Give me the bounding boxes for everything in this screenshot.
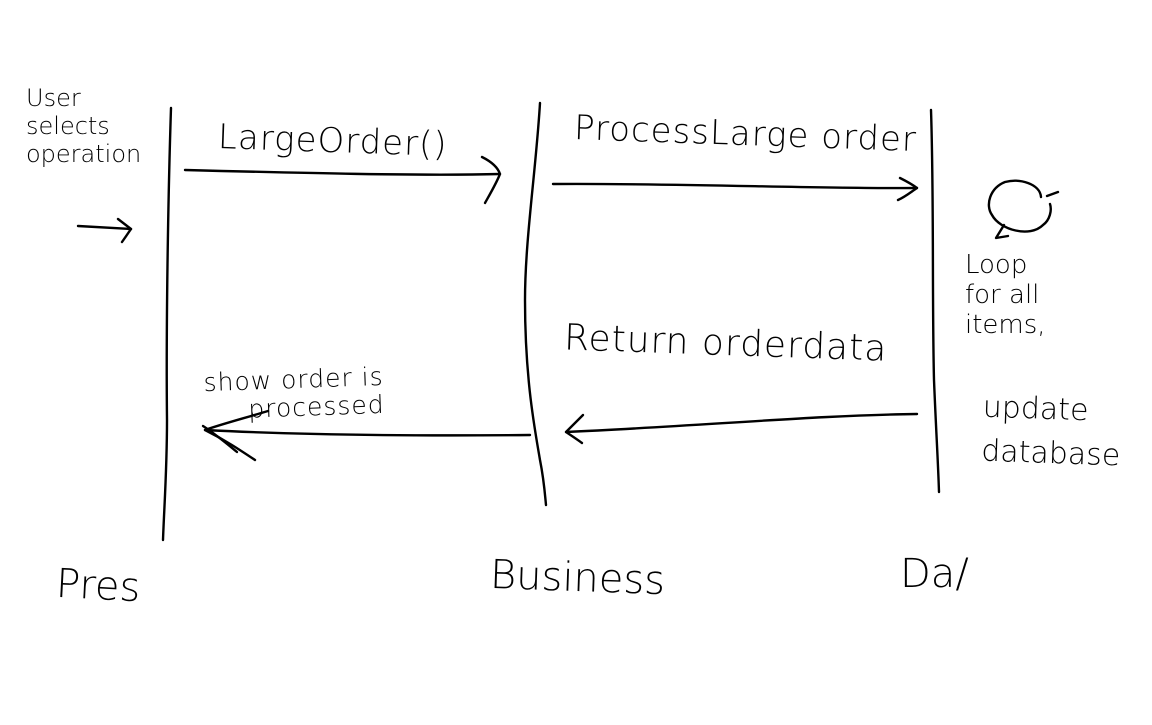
lifeline-dal [929,108,941,494]
message-label-largeorder: LargeOrder() [217,117,449,165]
note-update-database: update database [980,389,1121,474]
message-arrow-largeorder [183,155,502,205]
loop-arrow-icon [987,179,1060,240]
lifeline-business [523,101,548,507]
message-label-showorder: show order is processed [203,361,386,424]
lifeline-label-business: Business [489,551,666,605]
lifeline-label-pres: Pres [54,560,142,612]
lifeline-label-dal: Da/ [900,551,969,597]
message-arrow-returnorderdata [564,412,919,445]
message-arrow-processlargeorder [551,176,919,202]
message-arrow-showorder [201,409,532,462]
note-loop-for-all-items: Loop for all items, [965,250,1046,340]
user-input-arrow [76,217,133,244]
note-user-selects-operation: User selects operation [26,84,142,168]
lifeline-pres [161,106,173,542]
